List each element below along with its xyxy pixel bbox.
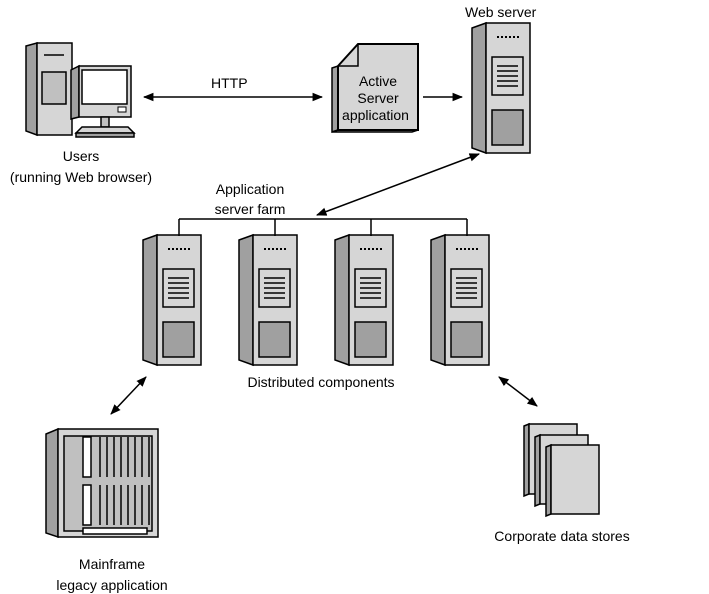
users-label-line1: Users: [62, 148, 100, 164]
server-tower-icon: [142, 233, 202, 367]
mainframe-icon: [45, 427, 159, 539]
server-tower-icon: [334, 233, 394, 367]
server-tower-icon: [238, 233, 298, 367]
asp-label-line1: Active: [358, 73, 398, 89]
server-tower-icon: [471, 21, 531, 155]
farm-label-line2: server farm: [214, 201, 286, 217]
asp-label-line2: Server: [357, 90, 399, 106]
web-server-label: Web server: [465, 4, 537, 20]
webserver-farm-arrow: [316, 153, 480, 216]
mainframe-label-line1: Mainframe: [78, 556, 146, 572]
farm-datastore-arrow: [498, 376, 538, 407]
http-label: HTTP: [211, 75, 248, 91]
mainframe-label-line2: legacy application: [56, 577, 168, 593]
desktop-computer-icon: [25, 42, 136, 138]
users-label-line2: (running Web browser): [9, 169, 153, 185]
farm-connector: [178, 218, 468, 236]
data-store-stack-icon: [523, 422, 600, 518]
distributed-components-label: Distributed components: [247, 374, 395, 390]
farm-label-line1: Application: [215, 181, 285, 197]
data-stores-label: Corporate data stores: [494, 528, 630, 544]
connection-arrows: [110, 92, 538, 415]
asp-label-line3: application: [342, 107, 409, 123]
document-icon: [331, 43, 419, 134]
server-tower-icon: [430, 233, 490, 367]
farm-mainframe-arrow: [110, 376, 147, 415]
